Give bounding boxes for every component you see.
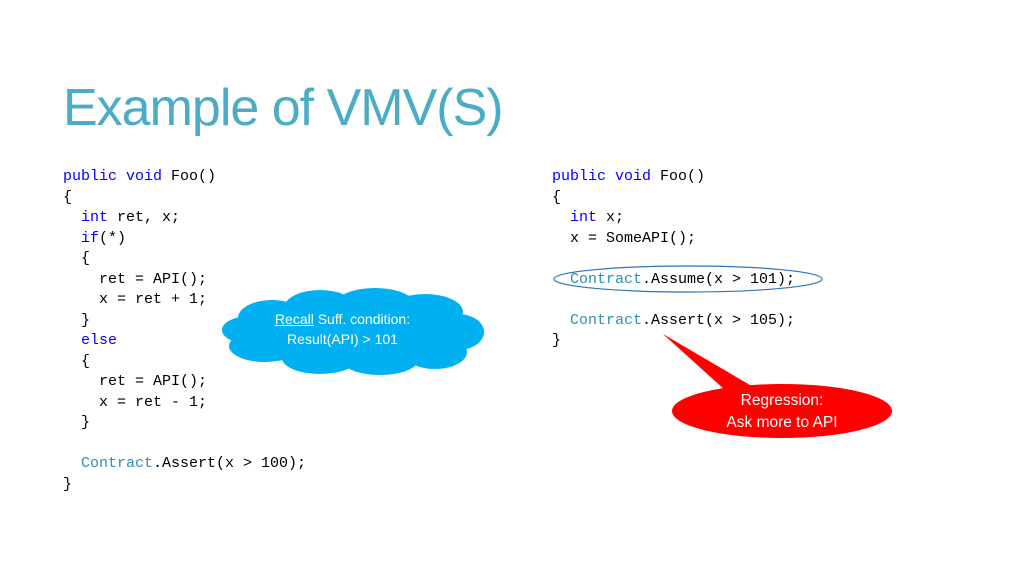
code-line: x = ret - 1; <box>63 393 306 414</box>
code-line: Contract.Assume(x > 101); <box>552 270 795 291</box>
slide-title: Example of VMV(S) <box>63 79 504 137</box>
recall-link: Recall <box>274 311 314 327</box>
code-text: x; <box>597 209 625 226</box>
code-text: .Assume(x > 101); <box>642 270 796 288</box>
callout-line1: Regression: <box>740 392 824 409</box>
code-text <box>63 230 81 247</box>
code-line: } <box>552 331 795 352</box>
code-text: x = SomeAPI(); <box>552 229 697 247</box>
code-line: { <box>552 188 795 209</box>
cloud-line1-rest: Suff. condition: <box>313 311 411 327</box>
code-type: Contract <box>570 311 643 329</box>
code-line: public void Foo() <box>63 167 306 188</box>
code-line: ret = API(); <box>63 372 306 393</box>
code-text: x = ret + 1; <box>63 291 208 308</box>
code-line: public void Foo() <box>552 167 795 188</box>
code-line: { <box>63 188 306 209</box>
code-text: { <box>552 188 562 206</box>
code-keyword: public void <box>63 168 163 185</box>
code-type: Contract <box>570 270 643 288</box>
code-text: Foo() <box>651 168 706 185</box>
code-text: { <box>63 250 91 267</box>
assume-highlight-oval <box>553 265 823 293</box>
code-text: } <box>63 311 91 329</box>
code-line: } <box>63 475 306 496</box>
code-text: ret, x; <box>108 209 181 226</box>
code-line: if(*) <box>63 229 306 250</box>
code-line: x = SomeAPI(); <box>552 229 795 250</box>
code-keyword: if <box>81 229 100 247</box>
code-text: (*) <box>99 229 127 247</box>
code-keyword: else <box>81 332 118 349</box>
recall-cloud-shape <box>222 288 484 375</box>
regression-callout-shape <box>663 334 892 438</box>
regression-callout-text: Regression: Ask more to API <box>672 390 892 434</box>
code-line <box>63 434 306 455</box>
code-text <box>63 332 81 349</box>
code-text <box>63 455 81 472</box>
code-keyword: int <box>570 209 598 226</box>
code-text: { <box>63 188 73 206</box>
code-line: Contract.Assert(x > 105); <box>552 311 795 332</box>
cloud-line2: Result(API) > 101 <box>287 331 398 347</box>
code-text: .Assert(x > 105); <box>642 311 796 329</box>
left-code-block: public void Foo(){ int ret, x; if(*) { r… <box>63 167 306 495</box>
code-text: } <box>552 332 562 349</box>
code-line: { <box>63 249 306 270</box>
code-keyword: public void <box>552 168 652 185</box>
code-text: .Assert(x > 100); <box>153 455 307 472</box>
code-text <box>552 209 570 226</box>
callout-line2: Ask more to API <box>726 414 838 431</box>
code-text <box>63 209 81 226</box>
code-line: } <box>63 413 306 434</box>
code-line: int ret, x; <box>63 208 306 229</box>
code-text: x = ret - 1; <box>63 393 208 411</box>
code-text: ret = API(); <box>63 270 208 288</box>
code-text <box>552 312 570 329</box>
code-line: Contract.Assert(x > 100); <box>63 454 306 475</box>
code-text: ret = API(); <box>63 373 208 390</box>
code-text: Foo() <box>162 168 217 185</box>
code-keyword: int <box>81 209 109 226</box>
code-line: } <box>63 311 306 332</box>
right-code-block: public void Foo(){ int x; x = SomeAPI();… <box>552 167 795 352</box>
code-line: ret = API(); <box>63 270 306 291</box>
code-text: { <box>63 352 91 370</box>
recall-cloud-text: Recall Suff. condition: Result(API) > 10… <box>220 309 465 349</box>
code-line: x = ret + 1; <box>63 290 306 311</box>
code-line: else <box>63 331 306 352</box>
code-text: } <box>63 414 91 431</box>
code-line: int x; <box>552 208 795 229</box>
code-line: { <box>63 352 306 373</box>
code-text: } <box>63 475 73 493</box>
code-type: Contract <box>81 455 154 472</box>
